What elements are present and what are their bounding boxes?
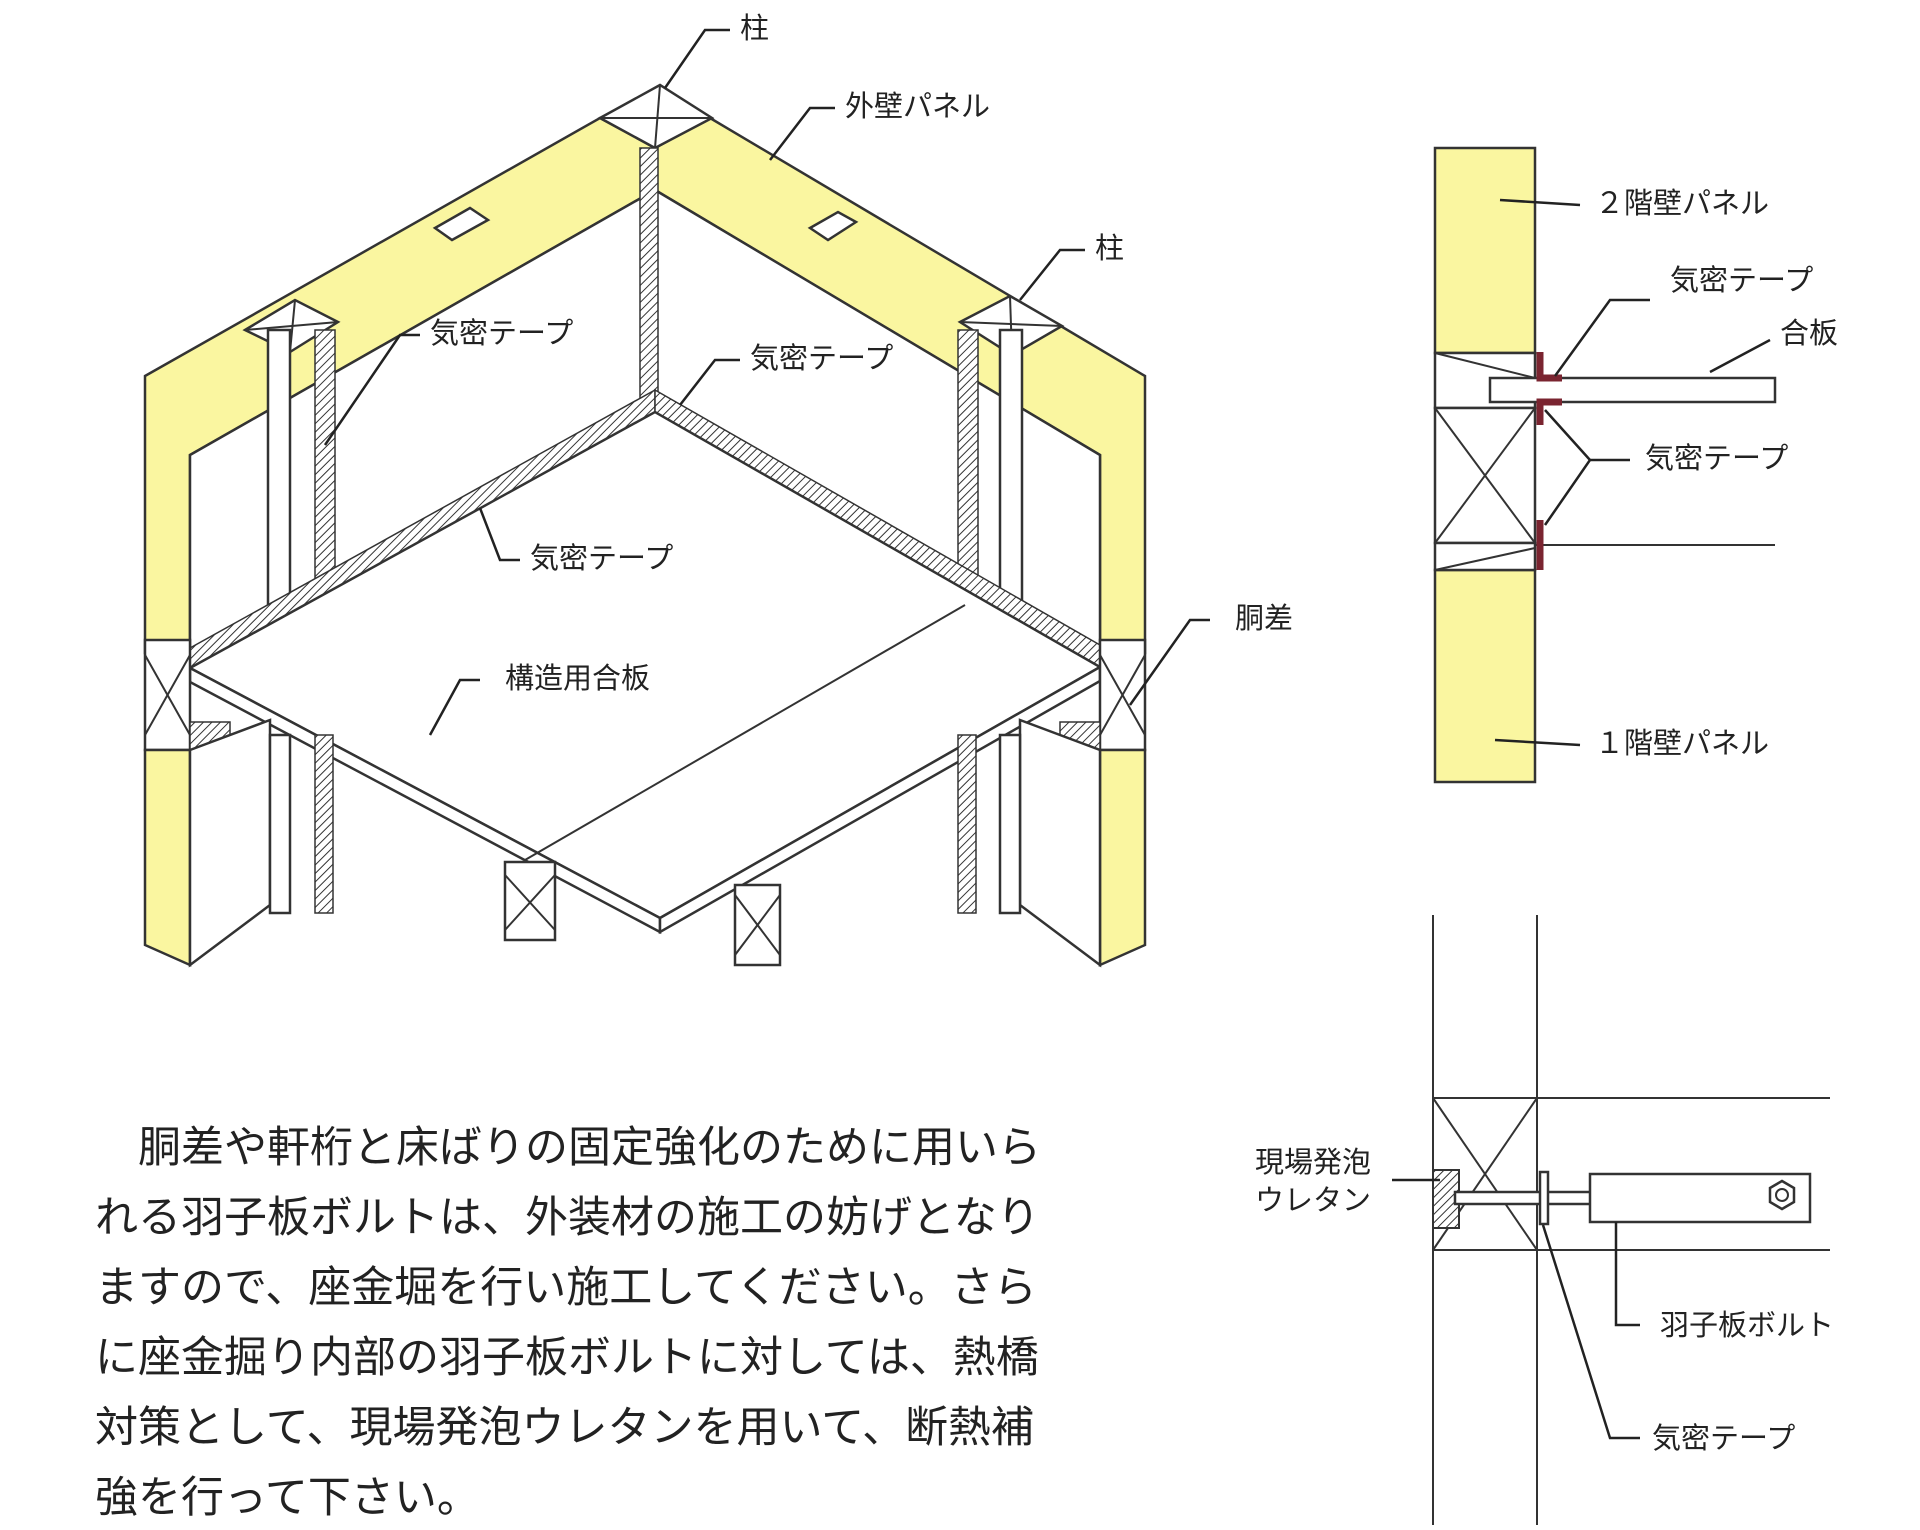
lower-left-post xyxy=(268,733,292,915)
note-line-4: に座金掘り内部の羽子板ボルトに対しては、熱橋 xyxy=(95,1333,1039,1383)
label-airtight-tape-left: 気密テープ xyxy=(430,316,573,350)
panel-joint-right xyxy=(807,210,859,242)
note-paragraph: 胴差や軒桁と床ばりの固定強化のために用いら れる羽子板ボルトは、外装材の施工の妨… xyxy=(95,1123,1041,1523)
airtight-tape-mid xyxy=(1536,398,1562,425)
label-airtight-tape-top: 気密テープ xyxy=(1670,263,1813,297)
lower-right-wall-panel xyxy=(1098,748,1147,967)
label-exterior-panel: 外壁パネル xyxy=(845,89,990,123)
lower-left-wall-face xyxy=(188,718,272,968)
second-floor-wall-panel xyxy=(1433,146,1537,355)
label-foam-urethane-1: 現場発泡 xyxy=(1255,1145,1371,1179)
note-line-2: れる羽子板ボルトは、外装材の施工の妨げとなり xyxy=(95,1193,1040,1243)
label-post-top: 柱 xyxy=(740,11,769,45)
label-second-floor-panel: ２階壁パネル xyxy=(1595,186,1769,220)
bolt-nut-icon xyxy=(1768,1179,1796,1211)
label-foam-urethane-2: ウレタン xyxy=(1255,1183,1371,1217)
lower-left-tape xyxy=(314,734,334,914)
lower-left-wall-panel xyxy=(143,748,192,967)
lower-right-tape xyxy=(957,734,977,914)
label-structural-plywood: 構造用合板 xyxy=(505,661,650,695)
lower-right-wall-face xyxy=(1018,718,1102,968)
airtight-tape-upper xyxy=(1536,352,1562,382)
lower-right-post xyxy=(998,733,1022,915)
label-airtight-tape-floor: 気密テープ xyxy=(530,541,673,575)
note-line-5: 対策として、現場発泡ウレタンを用いて、断熱補 xyxy=(95,1403,1034,1453)
bolt-washer-tape xyxy=(1538,1170,1550,1226)
label-post-right: 柱 xyxy=(1095,231,1124,265)
label-belt-beam: 胴差 xyxy=(1235,601,1293,635)
note-line-6: 強を行って下さい。 xyxy=(95,1473,480,1523)
note-line-1: 胴差や軒桁と床ばりの固定強化のために用いら xyxy=(95,1123,1041,1173)
label-airtight-tape-corner: 気密テープ xyxy=(750,341,893,375)
label-airtight-tape-mid: 気密テープ xyxy=(1645,441,1788,475)
label-bolt-airtight-tape: 気密テープ xyxy=(1652,1421,1795,1455)
note-line-3: ますので、座金堀を行い施工してください。さら xyxy=(95,1263,1037,1313)
label-first-floor-panel: １階壁パネル xyxy=(1595,726,1769,760)
label-plywood: 合板 xyxy=(1780,316,1838,350)
floor-joist-1 xyxy=(503,860,557,942)
corner-vertical-tape xyxy=(639,147,659,401)
section-plywood xyxy=(1488,376,1777,404)
label-hagoita-bolt: 羽子板ボルト xyxy=(1660,1308,1834,1342)
first-floor-wall-panel xyxy=(1433,568,1537,784)
isometric-view: 柱 外壁パネル 柱 気密テープ 気密テープ 気密テープ 胴差 構造用合板 xyxy=(143,11,1293,968)
section-view: ２階壁パネル 気密テープ 合板 気密テープ １階壁パネル xyxy=(1433,146,1838,784)
bolt-detail-view: 現場発泡 ウレタン 羽子板ボルト 気密テープ xyxy=(1255,915,1834,1525)
panel-joint xyxy=(432,206,491,242)
